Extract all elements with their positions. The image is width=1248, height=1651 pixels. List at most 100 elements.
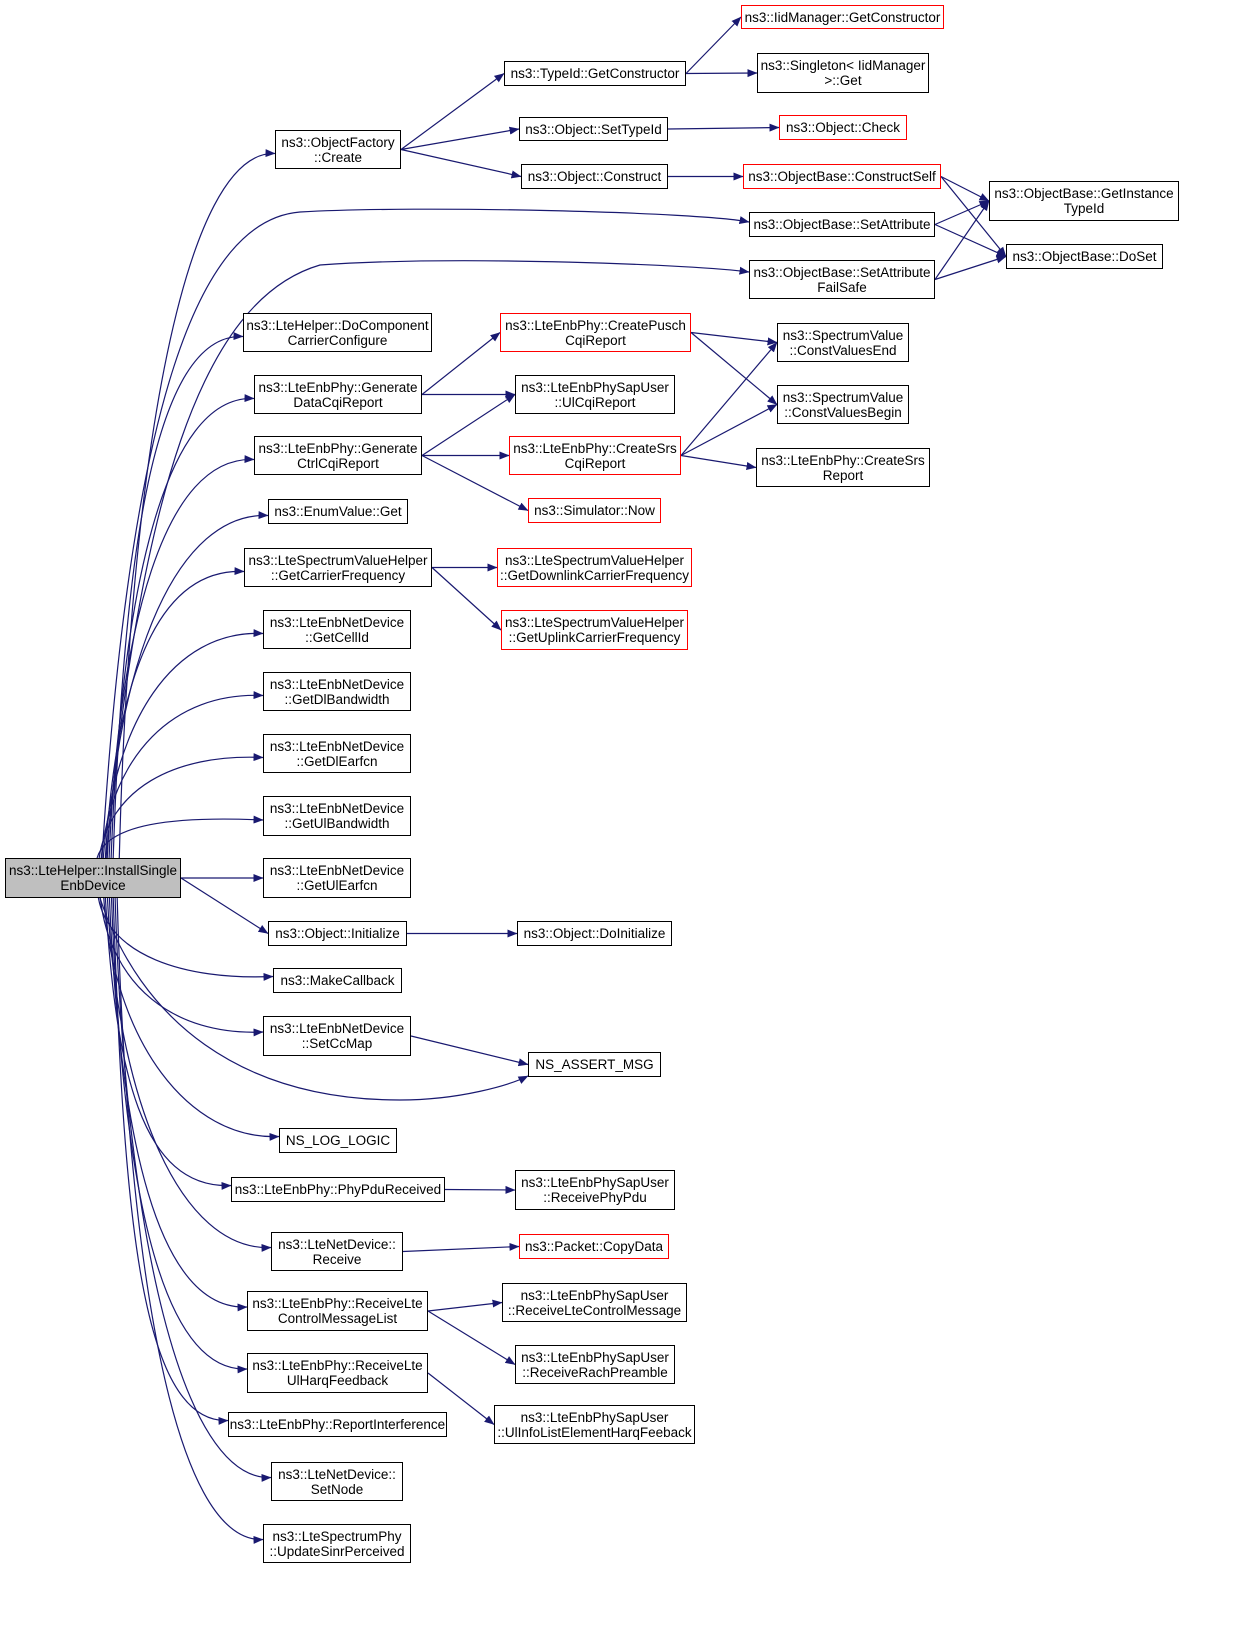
node-lteenbphysapuser-receivephypdu[interactable]: ns3::LteEnbPhySapUser::ReceivePhyPdu	[515, 1170, 675, 1210]
node-label-line: ns3::LteEnbNetDevice	[269, 614, 405, 630]
node-ltespectrumphy-updatesinrperceived[interactable]: ns3::LteSpectrumPhy::UpdateSinrPerceived	[263, 1524, 411, 1563]
node-lteenbnetdevice-getdlearfcn[interactable]: ns3::LteEnbNetDevice::GetDlEarfcn	[263, 734, 411, 773]
node-object-initialize[interactable]: ns3::Object::Initialize	[268, 921, 407, 946]
node-ltenetdevice-setnode[interactable]: ns3::LteNetDevice::SetNode	[271, 1462, 403, 1501]
node-objfactory-create[interactable]: ns3::ObjectFactory::Create	[275, 130, 401, 169]
node-ltespectrumvaluehelper-getdownlinkcarrierfrequency[interactable]: ns3::LteSpectrumValueHelper::GetDownlink…	[497, 548, 692, 587]
node-ns-assert-msg[interactable]: NS_ASSERT_MSG	[528, 1052, 661, 1077]
node-spectrumvalue-constvaluesend[interactable]: ns3::SpectrumValue::ConstValuesEnd	[777, 323, 909, 362]
node-lteenbphysapuser-ulcqireport[interactable]: ns3::LteEnbPhySapUser::UlCqiReport	[515, 375, 675, 414]
node-object-settypeid[interactable]: ns3::Object::SetTypeId	[519, 117, 668, 141]
node-lteenbphysapuser-ulinfolistelementharqfeeback[interactable]: ns3::LteEnbPhySapUser::UlInfoListElement…	[494, 1405, 695, 1444]
node-label-line: CarrierConfigure	[287, 332, 388, 348]
node-label-line: ::ConstValuesBegin	[784, 404, 902, 420]
node-lteenbphysapuser-receivelltecontrolmessage[interactable]: ns3::LteEnbPhySapUser::ReceiveLteControl…	[502, 1283, 687, 1322]
node-label-line: ::SetCcMap	[301, 1036, 373, 1051]
node-objectbase-doset[interactable]: ns3::ObjectBase::DoSet	[1006, 244, 1163, 269]
node-label-line: ns3::LteEnbNetDevice	[269, 863, 405, 878]
node-label-line: ns3::Object::SetTypeId	[525, 121, 662, 137]
edge-typeid-getconstructor-to-iidmanager-getconstructor	[685, 16, 742, 74]
edge-objectbase-setattribute-to-objectbase-doset	[934, 223, 1007, 258]
node-label-line: ns3::LteSpectrumValueHelper	[504, 615, 685, 630]
node-label-line: CqiReport	[565, 332, 626, 348]
node-objectbase-constructself[interactable]: ns3::ObjectBase::ConstructSelf	[743, 164, 941, 189]
edge-root-to-makecallback	[97, 897, 274, 981]
edge-root-to-lteenbnetdevice-setccmap	[99, 897, 264, 1037]
node-label-line: ns3::LteEnbPhy::PhyPduReceived	[234, 1182, 442, 1197]
node-label-line: ::UlCqiReport	[554, 394, 636, 410]
edge-root-to-lteenbnetdevice-getdlearfcn	[98, 753, 264, 859]
node-label-line: ns3::SpectrumValue	[782, 327, 904, 343]
node-label-line: ns3::LteEnbPhy::Generate	[258, 440, 418, 456]
node-lteenbnetdevice-setccmap[interactable]: ns3::LteEnbNetDevice::SetCcMap	[263, 1016, 411, 1056]
node-lteenbnetdevice-getulbandwidth[interactable]: ns3::LteEnbNetDevice::GetUlBandwidth	[263, 796, 411, 836]
node-spectrumvalue-constvaluesbegin[interactable]: ns3::SpectrumValue::ConstValuesBegin	[777, 385, 909, 424]
node-typeid-getconstructor[interactable]: ns3::TypeId::GetConstructor	[504, 61, 686, 86]
node-label-line: ::GetDownlinkCarrierFrequency	[499, 567, 690, 583]
node-packet-copydata[interactable]: ns3::Packet::CopyData	[519, 1234, 669, 1259]
node-label-line: ns3::Object::Initialize	[275, 926, 400, 941]
node-lteenbnetdevice-getdlbandwidth[interactable]: ns3::LteEnbNetDevice::GetDlBandwidth	[263, 672, 411, 711]
node-label-line: ns3::Simulator::Now	[534, 503, 655, 518]
node-label-line: Receive	[312, 1251, 362, 1267]
edge-lteenbphy-createsrscqireport-to-spectrumvalue-constvaluesbegin	[680, 403, 778, 457]
node-label-line: ns3::LteEnbPhy::CreateSrs	[761, 452, 925, 468]
node-label-line: ns3::Object::DoInitialize	[523, 926, 666, 941]
node-label-line: CtrlCqiReport	[297, 455, 379, 471]
node-lteenbphy-phypdureceived[interactable]: ns3::LteEnbPhy::PhyPduReceived	[231, 1177, 445, 1202]
node-label-line: UlHarqFeedback	[286, 1373, 389, 1388]
edge-root-to-lteenbphy-reportinterference	[112, 897, 229, 1425]
node-label-line: ns3::LteEnbPhySapUser	[520, 1287, 669, 1303]
node-label-line: ::GetDlBandwidth	[284, 691, 390, 707]
node-makecallback[interactable]: ns3::MakeCallback	[273, 968, 402, 993]
node-lteenbphy-reportinterference[interactable]: ns3::LteEnbPhy::ReportInterference	[228, 1412, 447, 1437]
node-label-line: ns3::LteEnbNetDevice	[269, 738, 405, 754]
node-label-line: ns3::LteEnbPhy::CreateSrs	[513, 440, 677, 456]
edge-lteenbnetdevice-setccmap-to-ns-assert-msg	[410, 1035, 529, 1067]
node-label-line: ::Create	[313, 149, 363, 165]
edge-objfactory-create-to-typeid-getconstructor	[400, 73, 505, 150]
node-label-line: ns3::LteHelper::DoComponent	[246, 317, 429, 333]
node-label-line: ns3::LteEnbPhySapUser	[521, 1175, 669, 1190]
node-singleton-get[interactable]: ns3::Singleton< IidManager>::Get	[757, 53, 929, 93]
edge-lteenbphy-receivelltecontrolmessagelist-to-lteenbphysapuser-receiverachpreamble	[427, 1310, 516, 1366]
node-objectbase-setattribute[interactable]: ns3::ObjectBase::SetAttribute	[749, 212, 935, 237]
node-label-line: ns3::LteHelper::InstallSingle	[8, 863, 178, 878]
node-ltespectrumvaluehelper-getuplinkcarrierfrequency[interactable]: ns3::LteSpectrumValueHelper::GetUplinkCa…	[501, 610, 688, 650]
node-object-doinitialize[interactable]: ns3::Object::DoInitialize	[517, 921, 672, 946]
node-label-line: ns3::LteSpectrumValueHelper	[248, 552, 428, 568]
node-label-line: ns3::LteEnbPhySapUser	[520, 1409, 669, 1425]
node-lteenbnetdevice-getcellid[interactable]: ns3::LteEnbNetDevice::GetCellId	[263, 610, 411, 649]
node-ltespectrumvaluehelper-getcarrierfrequency[interactable]: ns3::LteSpectrumValueHelper::GetCarrierF…	[244, 548, 432, 587]
edge-lteenbphy-createsrscqireport-to-lteenbphy-createsrsreport	[680, 454, 757, 470]
node-lteenbphysapuser-receiverachpreamble[interactable]: ns3::LteEnbPhySapUser::ReceiveRachPreamb…	[515, 1345, 675, 1384]
node-lteenbnetdevice-getulearfcn[interactable]: ns3::LteEnbNetDevice::GetUlEarfcn	[263, 858, 411, 898]
node-simulator-now[interactable]: ns3::Simulator::Now	[528, 498, 661, 523]
node-label-line: ControlMessageList	[277, 1311, 398, 1326]
node-ns-log-logic[interactable]: NS_LOG_LOGIC	[279, 1128, 397, 1153]
node-object-construct[interactable]: ns3::Object::Construct	[521, 164, 668, 189]
node-object-check[interactable]: ns3::Object::Check	[779, 115, 907, 140]
edge-root-to-lteenbphy-receivelltecontrolmessagelist	[108, 897, 248, 1312]
edge-objectbase-constructself-to-objectbase-getinstancetypeid	[940, 175, 990, 202]
edge-lteenbphy-generatectrlcqireport-to-simulator-now	[421, 454, 529, 512]
node-label-line: ::GetCellId	[305, 629, 369, 645]
edge-root-to-lteenbphy-generatedatacqireport	[110, 394, 255, 859]
node-enumvalue-get[interactable]: ns3::EnumValue::Get	[268, 499, 408, 524]
node-ltenetdevice-receive[interactable]: ns3::LteNetDevice::Receive	[271, 1232, 403, 1271]
node-iidmanager-getconstructor[interactable]: ns3::IidManager::GetConstructor	[741, 5, 944, 29]
edge-root-to-objfactory-create	[118, 149, 276, 859]
node-label-line: ns3::LteSpectrumPhy	[272, 1528, 402, 1544]
